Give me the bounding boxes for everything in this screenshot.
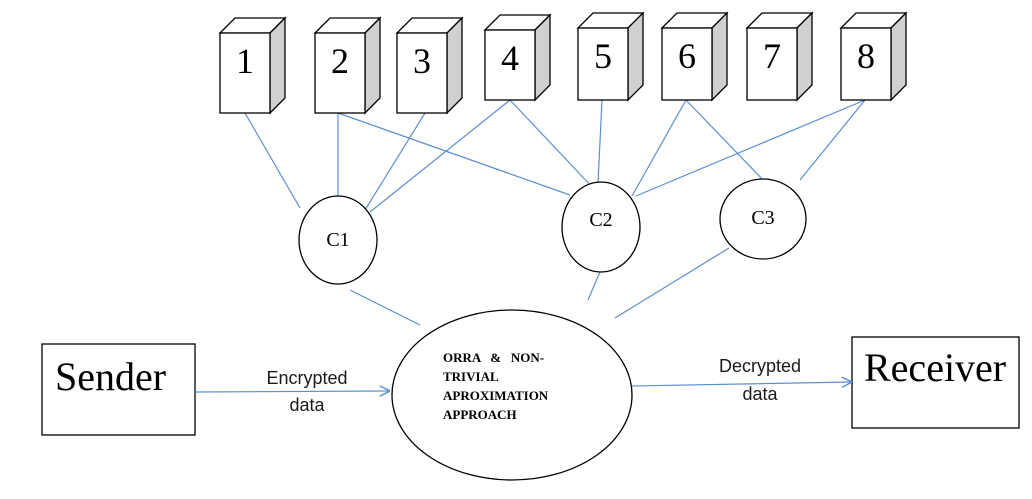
server-side-face bbox=[627, 11, 644, 102]
cluster-c3-label: C3 bbox=[751, 207, 774, 229]
server-5[interactable]: 5 bbox=[576, 11, 645, 102]
receiver-node[interactable]: Receiver bbox=[851, 336, 1020, 429]
core-process[interactable]: ORRA & NON- TRIVIAL APROXIMATION APPROAC… bbox=[391, 309, 633, 481]
server-label: 1 bbox=[236, 41, 254, 81]
server-front-face bbox=[840, 27, 892, 101]
encrypted-label-line-1: Encrypted bbox=[266, 368, 347, 388]
server-label: 5 bbox=[594, 36, 612, 76]
encrypted-label-line-2: data bbox=[289, 395, 325, 415]
server-side-face bbox=[446, 16, 463, 115]
cluster-c3-shape bbox=[719, 178, 807, 260]
link-server-3-to-c1 bbox=[364, 112, 426, 211]
cluster-c3[interactable]: C3 bbox=[719, 178, 807, 260]
link-c1-to-core bbox=[349, 289, 421, 326]
server-6[interactable]: 6 bbox=[660, 11, 729, 102]
server-side-face bbox=[796, 11, 813, 102]
core-process-shape bbox=[391, 309, 633, 481]
cluster-c2[interactable]: C2 bbox=[561, 181, 641, 273]
server-8[interactable]: 8 bbox=[839, 11, 908, 102]
server-side-face bbox=[890, 11, 907, 102]
core-label-line-1: ORRA & NON- bbox=[443, 350, 544, 365]
receiver-box bbox=[851, 336, 1020, 429]
sender-label: Sender bbox=[55, 354, 166, 399]
server-label: 2 bbox=[331, 41, 349, 81]
core-label-line-3: APROXIMATION bbox=[443, 388, 549, 403]
server-front-face bbox=[314, 32, 366, 114]
link-server-4-to-c1 bbox=[369, 99, 511, 213]
cluster-c1-shape bbox=[298, 195, 378, 285]
cluster-c1-label: C1 bbox=[326, 229, 349, 251]
server-label: 7 bbox=[763, 36, 781, 76]
server-front-face bbox=[577, 27, 629, 101]
server-side-face bbox=[711, 11, 728, 102]
link-server-2-to-c2 bbox=[337, 112, 571, 196]
decrypted-label-line-1: Decrypted bbox=[719, 356, 801, 376]
server-front-face bbox=[219, 32, 271, 114]
server-label: 4 bbox=[501, 38, 519, 78]
link-c3-to-core bbox=[614, 247, 730, 319]
server-front-face bbox=[484, 29, 536, 101]
link-server-8-to-c2 bbox=[635, 99, 866, 197]
server-side-face bbox=[269, 16, 286, 115]
core-label-line-4: APPROACH bbox=[443, 407, 517, 422]
server-2[interactable]: 2 bbox=[313, 16, 382, 115]
server-front-face bbox=[661, 27, 713, 101]
server-1[interactable]: 1 bbox=[218, 16, 287, 115]
sender-node[interactable]: Sender bbox=[41, 343, 196, 436]
server-side-face bbox=[534, 13, 551, 102]
servers-layer: 1 2 3 4 5 6 7 8 bbox=[218, 11, 908, 115]
server-3[interactable]: 3 bbox=[395, 16, 464, 115]
link-c2-to-core bbox=[587, 271, 601, 301]
links-layer bbox=[244, 99, 866, 326]
server-4[interactable]: 4 bbox=[483, 13, 552, 102]
cluster-c1[interactable]: C1 bbox=[298, 195, 378, 285]
link-server-5-to-c2 bbox=[597, 99, 603, 184]
cluster-c2-shape bbox=[561, 181, 641, 273]
link-server-6-to-c3 bbox=[685, 99, 766, 183]
receiver-label: Receiver bbox=[864, 345, 1006, 390]
sender-box bbox=[41, 343, 196, 436]
link-server-8-to-c3 bbox=[799, 99, 866, 181]
server-front-face bbox=[746, 27, 798, 101]
decrypted-label-line-2: data bbox=[742, 384, 778, 404]
server-7[interactable]: 7 bbox=[745, 11, 814, 102]
server-label: 8 bbox=[857, 36, 875, 76]
server-side-face bbox=[364, 16, 381, 115]
cluster-c2-label: C2 bbox=[589, 209, 612, 231]
server-front-face bbox=[396, 32, 448, 114]
link-server-6-to-c2 bbox=[631, 99, 687, 197]
link-server-1-to-c1 bbox=[244, 112, 301, 209]
server-label: 6 bbox=[678, 36, 696, 76]
server-label: 3 bbox=[413, 41, 431, 81]
core-label-line-2: TRIVIAL bbox=[443, 369, 499, 384]
decrypted-data-arrow bbox=[631, 382, 851, 386]
link-server-4-to-c2 bbox=[509, 99, 596, 191]
encrypted-data-arrow bbox=[194, 391, 389, 392]
